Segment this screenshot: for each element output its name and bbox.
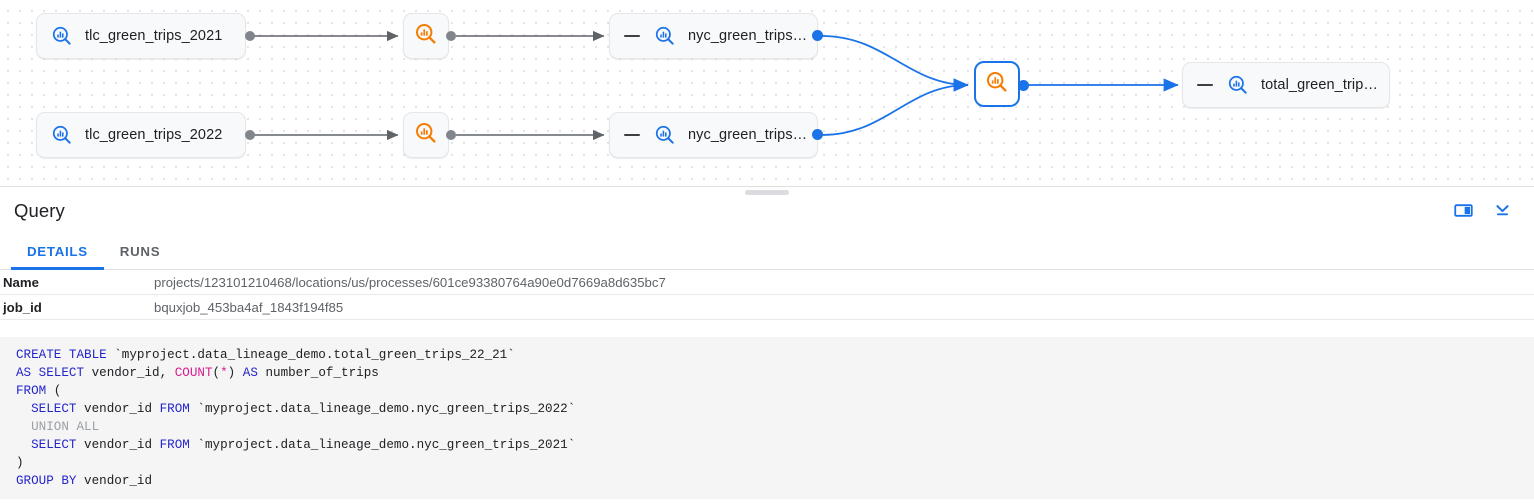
- table-search-icon-blue: [654, 25, 676, 47]
- collapse-dash-icon: [624, 34, 640, 38]
- output-port[interactable]: [812, 129, 823, 140]
- lineage-node-total-green-trips[interactable]: total_green_trip…: [1182, 62, 1390, 108]
- collapse-panel-icon[interactable]: [1493, 201, 1512, 220]
- detail-key: job_id: [0, 294, 153, 320]
- panel-drag-handle[interactable]: [745, 190, 789, 195]
- table-search-icon-blue: [1227, 74, 1249, 96]
- tab-runs[interactable]: RUNS: [104, 234, 176, 269]
- lineage-node-label: tlc_green_trips_2022: [85, 127, 223, 143]
- tab-runs-label: RUNS: [119, 244, 161, 259]
- lineage-process-node-1[interactable]: [403, 13, 449, 59]
- page-title: Query: [14, 199, 65, 221]
- collapse-dash-icon: [1197, 83, 1213, 87]
- lineage-node-label: nyc_green_trips…: [688, 127, 808, 143]
- tab-details-label: DETAILS: [27, 244, 88, 259]
- detail-value: bquxjob_453ba4af_1843f194f85: [153, 294, 1534, 320]
- output-port[interactable]: [812, 30, 823, 41]
- lineage-node-nyc-green-trips-2022[interactable]: nyc_green_trips…: [609, 112, 818, 158]
- output-port[interactable]: [446, 31, 456, 41]
- table-search-icon-blue: [654, 124, 676, 146]
- table-search-icon-blue: [51, 124, 73, 146]
- panel-header-actions: [1454, 201, 1520, 220]
- details-table: Name projects/123101210468/locations/us/…: [0, 270, 1534, 320]
- lineage-process-node-selected[interactable]: [974, 61, 1020, 107]
- lineage-node-nyc-green-trips-2021[interactable]: nyc_green_trips…: [609, 13, 818, 59]
- lineage-node-tlc-green-trips-2022[interactable]: tlc_green_trips_2022: [36, 112, 246, 158]
- output-port[interactable]: [1018, 80, 1029, 91]
- collapse-dash-icon: [624, 133, 640, 137]
- output-port[interactable]: [446, 130, 456, 140]
- tab-details[interactable]: DETAILS: [11, 234, 104, 270]
- split-pane-icon[interactable]: [1454, 201, 1473, 220]
- query-sql-block[interactable]: CREATE TABLE `myproject.data_lineage_dem…: [0, 337, 1534, 499]
- lineage-process-node-2[interactable]: [403, 112, 449, 158]
- table-row: Name projects/123101210468/locations/us/…: [0, 270, 1534, 295]
- output-port[interactable]: [245, 130, 255, 140]
- detail-key: Name: [0, 270, 153, 295]
- lineage-node-label: tlc_green_trips_2021: [85, 28, 223, 44]
- lineage-canvas[interactable]: tlc_green_trips_2021 tlc_green_trips_202…: [0, 0, 1534, 186]
- process-search-icon-orange: [414, 22, 438, 51]
- lineage-node-label: nyc_green_trips…: [688, 28, 808, 44]
- process-search-icon-orange: [414, 121, 438, 150]
- lineage-node-label: total_green_trip…: [1261, 77, 1378, 93]
- panel-divider: [0, 186, 1534, 195]
- table-search-icon-blue: [51, 25, 73, 47]
- lineage-node-tlc-green-trips-2021[interactable]: tlc_green_trips_2021: [36, 13, 246, 59]
- query-panel-tabs[interactable]: DETAILS RUNS: [0, 234, 1534, 270]
- table-row: job_id bquxjob_453ba4af_1843f194f85: [0, 294, 1534, 320]
- process-search-icon-orange: [985, 70, 1009, 99]
- query-sql-text: CREATE TABLE `myproject.data_lineage_dem…: [16, 348, 576, 488]
- detail-value: projects/123101210468/locations/us/proce…: [153, 270, 1534, 295]
- output-port[interactable]: [245, 31, 255, 41]
